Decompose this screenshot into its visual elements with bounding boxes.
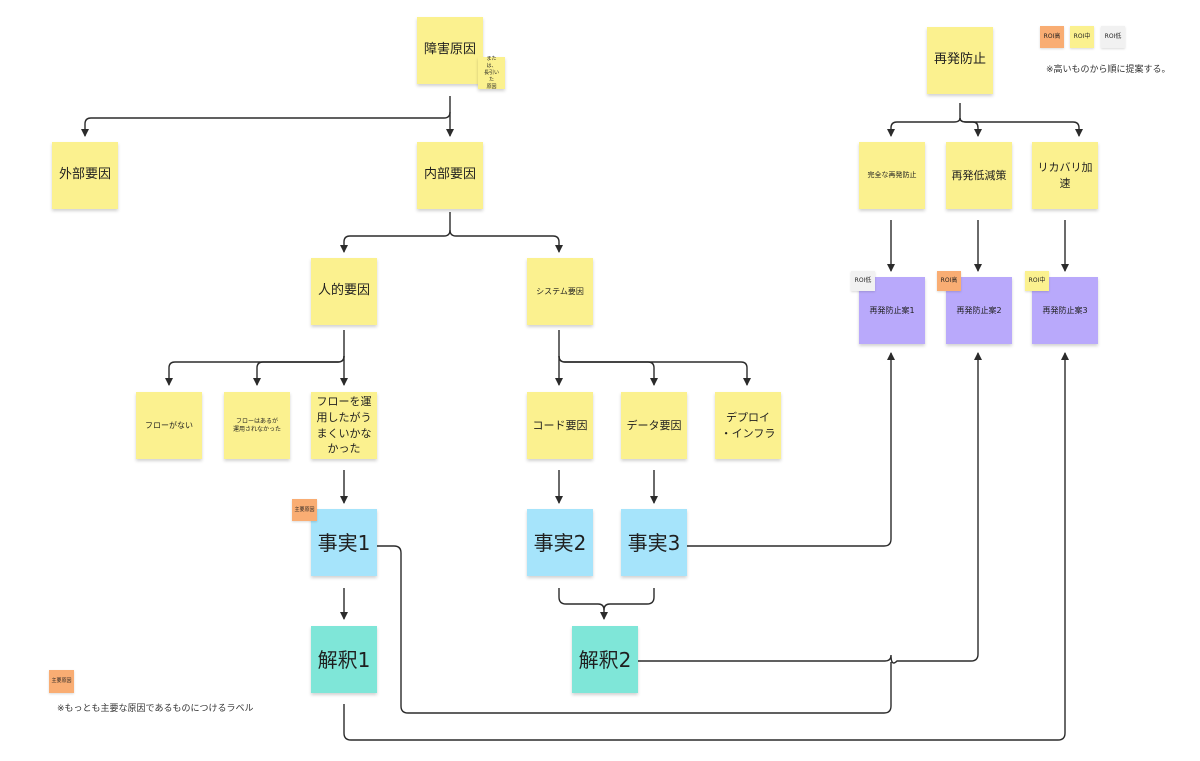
note-interpretation-1[interactable]: 解釈1	[311, 626, 377, 693]
note-fact-2[interactable]: 事実2	[527, 509, 593, 576]
note-flow-not-used[interactable]: フローはあるが 運用されなかった	[224, 392, 290, 459]
tag-plan-1-roi[interactable]: ROI低	[851, 271, 875, 291]
connector-prevention-to-recovery	[959, 117, 1083, 137]
connector-prevention-to-complete	[887, 117, 961, 137]
connector-fact2-to-interp2	[558, 588, 608, 620]
connector-prevention-to-reduce	[959, 117, 982, 137]
connector-human-to-flow-not-used	[253, 355, 345, 386]
note-data-cause[interactable]: データ要因	[621, 392, 687, 459]
connector-fact3-to-interp2	[603, 588, 655, 611]
note-prevention[interactable]: 再発防止	[927, 27, 993, 94]
connector-interp1-to-plan3	[343, 352, 1069, 741]
legend-roi-low: ROI低	[1101, 26, 1125, 48]
connector-system-to-data	[558, 355, 658, 386]
note-fact-3[interactable]: 事実3	[621, 509, 687, 576]
connector-system-to-deploy	[558, 355, 751, 386]
note-code-cause[interactable]: コード要因	[527, 392, 593, 459]
tag-plan-3-roi[interactable]: ROI中	[1025, 271, 1049, 291]
legend-main-cause-note: ※もっとも主要な原因であるものにつけるラベル	[57, 704, 254, 714]
tag-main-cause[interactable]: 主要原因	[292, 499, 317, 521]
legend-roi-high: ROI高	[1040, 26, 1064, 48]
legend-roi-note: ※高いものから順に提案する。	[1046, 65, 1171, 75]
note-interpretation-2[interactable]: 解釈2	[572, 626, 638, 693]
note-internal-cause[interactable]: 内部要因	[417, 142, 483, 209]
note-system-cause[interactable]: システム要因	[527, 258, 593, 325]
note-no-flow[interactable]: フローがない	[136, 392, 202, 459]
connector-human-to-no-flow	[165, 355, 345, 386]
connector-root-to-external	[81, 111, 451, 137]
note-root-cause-supplement[interactable]: または、 長引いた 原因	[478, 56, 505, 90]
connector-internal-to-human	[340, 229, 451, 253]
note-deploy-infra[interactable]: デプロイ ・インフラ	[715, 392, 781, 459]
connector-interp2-to-plan2	[637, 352, 982, 664]
note-flow-failed[interactable]: フローを運 用したがう まくいかな かった	[311, 392, 377, 459]
tag-plan-2-roi[interactable]: ROI高	[937, 271, 961, 291]
legend-roi-mid: ROI中	[1070, 26, 1094, 48]
note-root-cause[interactable]: 障害原因	[417, 17, 483, 84]
note-fact-1[interactable]: 事実1	[311, 509, 377, 576]
note-complete-prevention[interactable]: 完全な再発防止	[859, 142, 925, 209]
note-external-cause[interactable]: 外部要因	[52, 142, 118, 209]
note-reduce-recurrence[interactable]: 再発低減策	[946, 142, 1012, 209]
note-human-cause[interactable]: 人的要因	[311, 258, 377, 325]
connector-internal-to-system	[449, 229, 563, 253]
legend-main-cause-sample: 主要原因	[49, 670, 74, 693]
note-faster-recovery[interactable]: リカバリ加速	[1032, 142, 1098, 209]
